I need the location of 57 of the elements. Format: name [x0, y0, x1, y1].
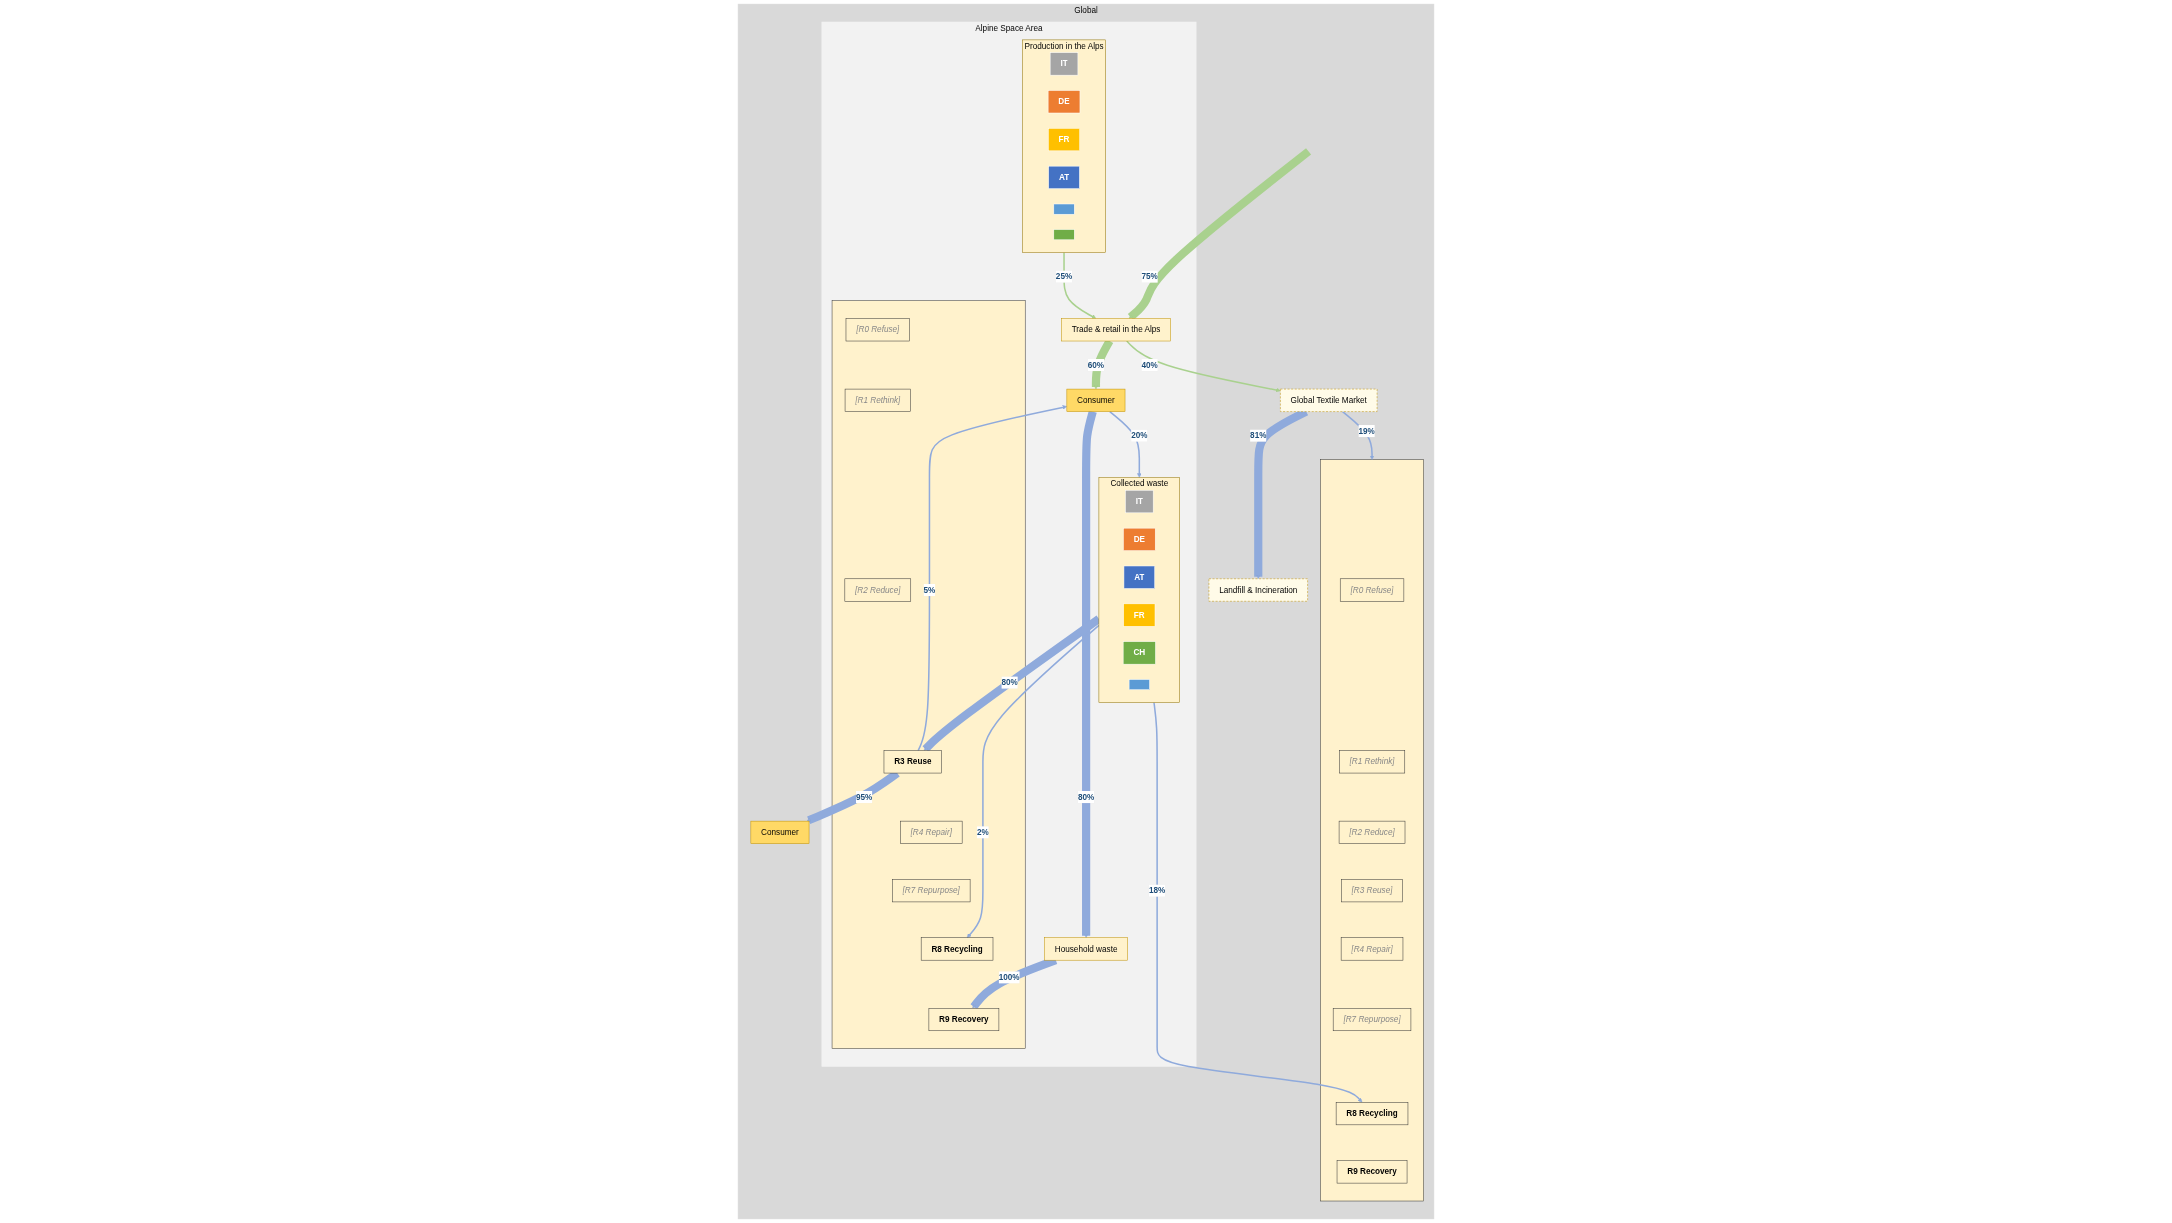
node-box: [R0 Refuse] — [845, 318, 910, 342]
edge-label: 81% — [1250, 431, 1267, 440]
node-box: Trade & retail in the Alps — [1061, 318, 1171, 342]
cluster — [831, 300, 1026, 1049]
node-box: [R1 Rethink] — [1339, 750, 1406, 774]
edge-label: 95% — [855, 792, 873, 802]
edge-label: 20% — [1131, 431, 1148, 440]
node-box: [R2 Reduce] — [1338, 820, 1406, 844]
node-box: DE — [1047, 90, 1081, 114]
edge-label: 75% — [1141, 272, 1158, 281]
node-box: Household waste — [1044, 937, 1128, 961]
node-box: [R3 Reuse] — [1341, 879, 1403, 903]
node-box: [R4 Repair] — [1340, 937, 1404, 961]
node-box: Consumer — [1066, 388, 1126, 412]
arrow — [1153, 701, 1363, 1103]
node-box — [1128, 679, 1150, 690]
node-box: IT — [1125, 490, 1154, 514]
edge-label: 19% — [1358, 426, 1375, 436]
edge-label: 60% — [1087, 360, 1105, 370]
node-box: R9 Recovery — [928, 1008, 1000, 1031]
arrow — [966, 624, 1100, 938]
node-box: R8 Recycling — [1335, 1102, 1409, 1126]
node-box: Global Textile Market — [1280, 388, 1378, 412]
node-box: R3 Reuse — [883, 750, 942, 774]
node-box: FR — [1048, 128, 1080, 152]
edge-label: 2% — [976, 827, 989, 837]
arrow — [1341, 410, 1375, 460]
node-box — [1053, 229, 1075, 241]
edge-label: 5% — [923, 585, 936, 595]
node-box: FR — [1123, 603, 1156, 627]
cluster — [1320, 459, 1424, 1202]
edge-label: 18% — [1148, 886, 1166, 895]
edge-label: 25% — [1055, 272, 1073, 281]
arrow — [917, 405, 1068, 752]
node-box: R8 Recycling — [920, 937, 994, 961]
arrow — [1109, 410, 1142, 478]
node-box — [1053, 203, 1075, 215]
node-box: AT — [1123, 565, 1155, 589]
arrow — [1125, 340, 1281, 393]
edge-label: 80% — [1001, 677, 1018, 687]
node-box: R9 Recovery — [1336, 1160, 1408, 1184]
arrow — [1082, 410, 1097, 938]
node-box: [R7 Repurpose] — [1332, 1008, 1412, 1031]
edge-label: 80% — [1077, 792, 1095, 802]
node-box: Landfill & Incineration — [1208, 578, 1308, 602]
node-box: [R7 Repurpose] — [892, 879, 971, 903]
node-box: IT — [1049, 52, 1079, 76]
edge-label: 40% — [1141, 360, 1158, 370]
node-box: Consumer — [750, 820, 810, 844]
node-box: DE — [1123, 527, 1156, 551]
node-box: AT — [1048, 165, 1080, 189]
node-box: [R1 Rethink] — [844, 388, 911, 412]
node-box: [R0 Refuse] — [1339, 578, 1405, 602]
edge-label: 100% — [998, 972, 1020, 982]
node-box: [R2 Reduce] — [844, 578, 911, 602]
node-box: CH — [1122, 641, 1156, 665]
node-box: [R4 Repair] — [900, 820, 963, 844]
